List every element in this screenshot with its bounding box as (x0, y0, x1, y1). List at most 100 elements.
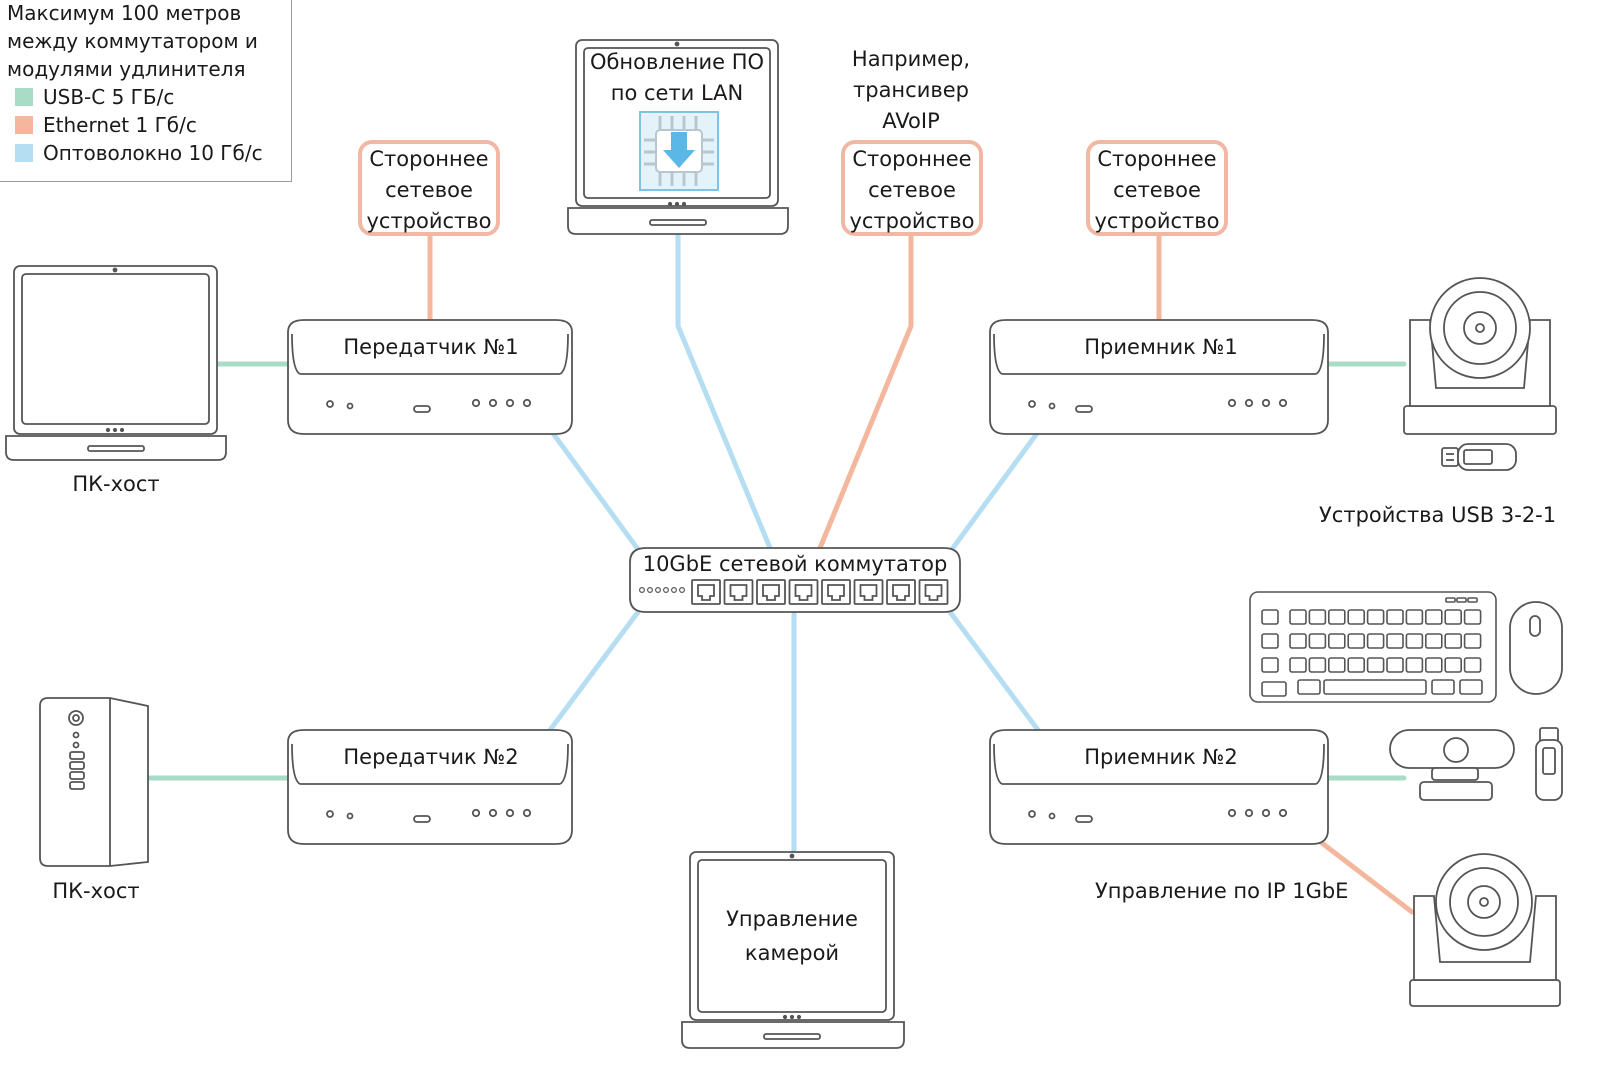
extender-usb-port (1075, 405, 1093, 413)
keyboard-key (1386, 609, 1404, 625)
usb-stick-icon (1441, 443, 1517, 471)
extender-edge (1315, 743, 1325, 785)
third-party-line: устройство (849, 209, 975, 233)
keyboard-indicator (1445, 597, 1456, 603)
switch-port-socket (729, 584, 748, 601)
third-party-line: сетевое (868, 178, 956, 202)
keyboard-indicator (1456, 597, 1467, 603)
keyboard-key (1459, 679, 1483, 695)
switch-port (821, 579, 851, 605)
transmitter-1-box (287, 319, 573, 435)
webcam-icon (1389, 729, 1515, 801)
third-party-device-avoip: Стороннее сетевое устройство (841, 140, 983, 236)
switch-port-socket (892, 584, 910, 601)
fiber-cable-tx2 (547, 609, 641, 733)
keyboard-key (1431, 679, 1455, 695)
keyboard-key (1444, 609, 1462, 625)
keyboard-key (1425, 609, 1443, 625)
avoip-note: Например, трансивер AVoIP (836, 44, 986, 137)
keyboard-indicator (1467, 597, 1478, 603)
legend-swatch-usb (15, 88, 33, 106)
extender-led (471, 398, 481, 408)
transmitter-2-label: Передатчик №2 (343, 745, 519, 769)
extender-edge (559, 333, 569, 375)
switch-port (918, 579, 949, 605)
keyboard-spacebar (1323, 679, 1427, 695)
mouse-icon (1509, 601, 1563, 695)
legend-swatch-fiber (15, 144, 33, 162)
keyboard-key (1289, 657, 1307, 673)
network-switch-icon (629, 547, 961, 613)
extender-led (1244, 808, 1254, 818)
ptz-camera-2-icon (1409, 853, 1561, 1007)
fiber-cable-rx2 (947, 609, 1041, 733)
extender-led (1261, 808, 1271, 818)
switch-port-socket (859, 584, 878, 601)
extender-led (346, 402, 354, 410)
extender-led (1227, 808, 1237, 818)
host-pc-1-label: ПК-хост (72, 472, 160, 496)
keyboard-key (1297, 679, 1321, 695)
extender-body (989, 729, 1329, 845)
legend-box: Максимум 100 метров между коммутатором и… (0, 0, 292, 182)
keyboard-key (1328, 609, 1346, 625)
fiber-cable-firmware-laptop (675, 231, 773, 551)
camera-control-line: Управление (726, 907, 858, 931)
third-party-line: Стороннее (1097, 147, 1217, 171)
third-party-line: сетевое (1113, 178, 1201, 202)
extender-usb-port (413, 815, 431, 823)
chip-download-icon (639, 111, 719, 191)
keyboard-key (1347, 657, 1365, 673)
third-party-device-2: Стороннее сетевое устройство (1086, 140, 1228, 236)
switch-port-socket (794, 584, 813, 601)
legend-item-ethernet: Ethernet 1 Гб/с (15, 111, 197, 139)
switch-leds-icon (638, 586, 685, 593)
extender-led (1048, 812, 1056, 820)
keyboard-key (1366, 609, 1385, 625)
keyboard-key (1425, 657, 1443, 673)
keyboard-key (1347, 633, 1365, 649)
keyboard-key (1308, 657, 1327, 673)
keyboard-key (1444, 657, 1462, 673)
extender-led (1278, 398, 1288, 408)
keyboard-key (1308, 609, 1327, 625)
extender-led (471, 808, 481, 818)
extender-led (1028, 810, 1036, 818)
keyboard-key (1366, 633, 1385, 649)
keyboard-key (1386, 633, 1404, 649)
keyboard-key (1289, 609, 1307, 625)
ip-control-label: Управление по IP 1GbE (1095, 879, 1349, 903)
third-party-line: устройство (366, 209, 492, 233)
keyboard-key (1444, 633, 1462, 649)
extender-led (522, 808, 532, 818)
legend-title-line: модулями удлинителя (7, 57, 246, 81)
fiber-cable-rx1 (947, 429, 1041, 555)
legend-item-usb: USB-C 5 ГБ/с (15, 83, 174, 111)
receiver-2-label: Приемник №2 (1084, 745, 1238, 769)
extender-body (287, 729, 573, 845)
extender-edge (559, 743, 569, 785)
keyboard-key (1463, 633, 1482, 649)
extender-edge (291, 743, 301, 785)
legend-title-line: между коммутатором и (7, 29, 258, 53)
keyboard-key (1347, 609, 1365, 625)
keyboard-key (1308, 633, 1327, 649)
extender-led (1278, 808, 1288, 818)
extender-led (488, 808, 498, 818)
camera-control-line: камерой (744, 941, 840, 965)
legend-item-fiber: Оптоволокно 10 Гб/с (15, 139, 263, 167)
extender-body (989, 319, 1329, 435)
extender-led (1244, 398, 1254, 408)
extender-edge (1315, 333, 1325, 375)
avoip-note-line: Например, (851, 47, 971, 71)
transmitter-2-box (287, 729, 573, 845)
extender-led (1227, 398, 1237, 408)
third-party-line: Стороннее (369, 147, 489, 171)
ethernet-cable-ip-camera (1315, 837, 1415, 915)
firmware-laptop-text: Обновление ПО по сети LAN (584, 47, 770, 109)
avoip-note-line: трансивер (853, 78, 969, 102)
third-party-device-1: Стороннее сетевое устройство (358, 140, 500, 236)
keyboard-key (1289, 633, 1307, 649)
switch-port-socket (924, 584, 943, 601)
fiber-cable-tx1 (549, 429, 643, 555)
